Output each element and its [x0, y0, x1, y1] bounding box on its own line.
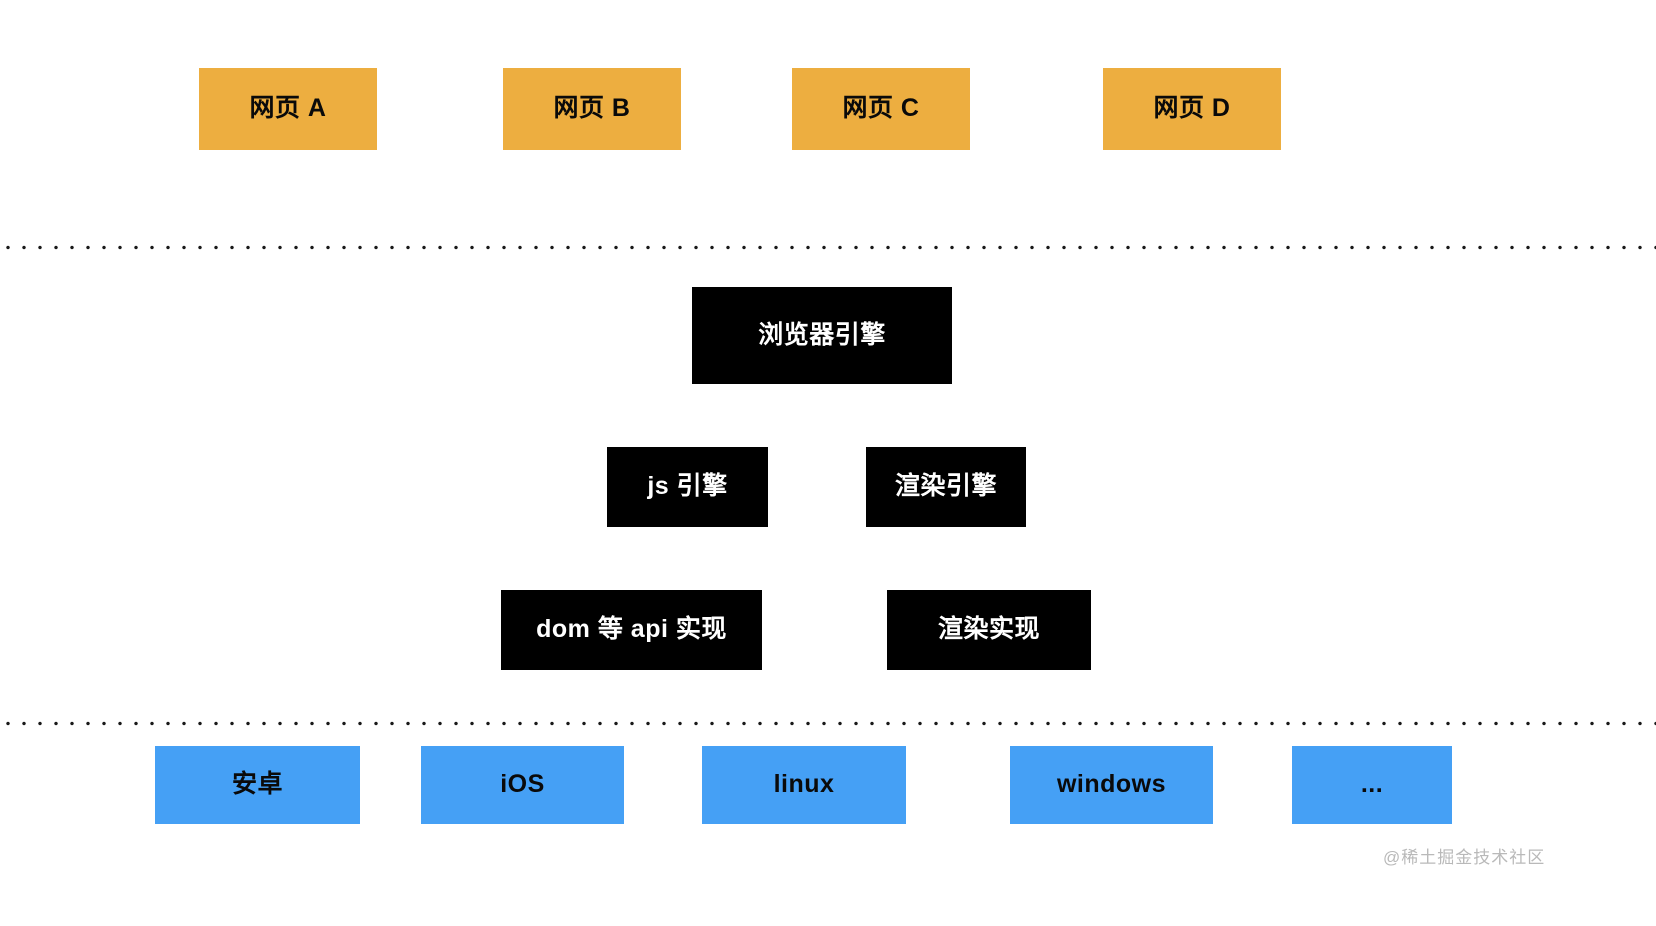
page-box-a[interactable]: 网页 A [199, 68, 377, 150]
os-box-android-label: 安卓 [231, 770, 283, 799]
render-impl-label: 渲染实现 [937, 615, 1040, 644]
browser-engine-box[interactable]: 浏览器引擎 [692, 287, 952, 384]
divider-engines-os [0, 721, 1656, 726]
js-engine-label: js 引擎 [647, 472, 728, 501]
os-box-more-label: ... [1360, 770, 1384, 799]
page-box-c-label: 网页 C [842, 94, 920, 123]
page-box-b-label: 网页 B [553, 94, 631, 123]
dom-api-impl-label: dom 等 api 实现 [536, 615, 727, 644]
render-impl-box[interactable]: 渲染实现 [887, 590, 1091, 670]
page-box-d-label: 网页 D [1153, 94, 1231, 123]
page-box-a-label: 网页 A [249, 94, 327, 123]
divider-pages-engines [0, 245, 1656, 250]
os-box-more[interactable]: ... [1292, 746, 1452, 824]
render-engine-box[interactable]: 渲染引擎 [866, 447, 1026, 527]
os-box-linux-label: linux [773, 770, 835, 799]
js-engine-box[interactable]: js 引擎 [607, 447, 768, 527]
dom-api-impl-box[interactable]: dom 等 api 实现 [501, 590, 762, 670]
os-box-windows[interactable]: windows [1010, 746, 1213, 824]
os-box-linux[interactable]: linux [702, 746, 906, 824]
os-box-android[interactable]: 安卓 [155, 746, 360, 824]
watermark: @稀土掘金技术社区 [1383, 848, 1546, 867]
page-box-c[interactable]: 网页 C [792, 68, 970, 150]
os-box-windows-label: windows [1056, 770, 1167, 799]
page-box-b[interactable]: 网页 B [503, 68, 681, 150]
render-engine-label: 渲染引擎 [894, 472, 997, 501]
page-box-d[interactable]: 网页 D [1103, 68, 1281, 150]
os-box-ios[interactable]: iOS [421, 746, 624, 824]
os-box-ios-label: iOS [500, 770, 545, 799]
browser-engine-label: 浏览器引擎 [758, 320, 886, 349]
